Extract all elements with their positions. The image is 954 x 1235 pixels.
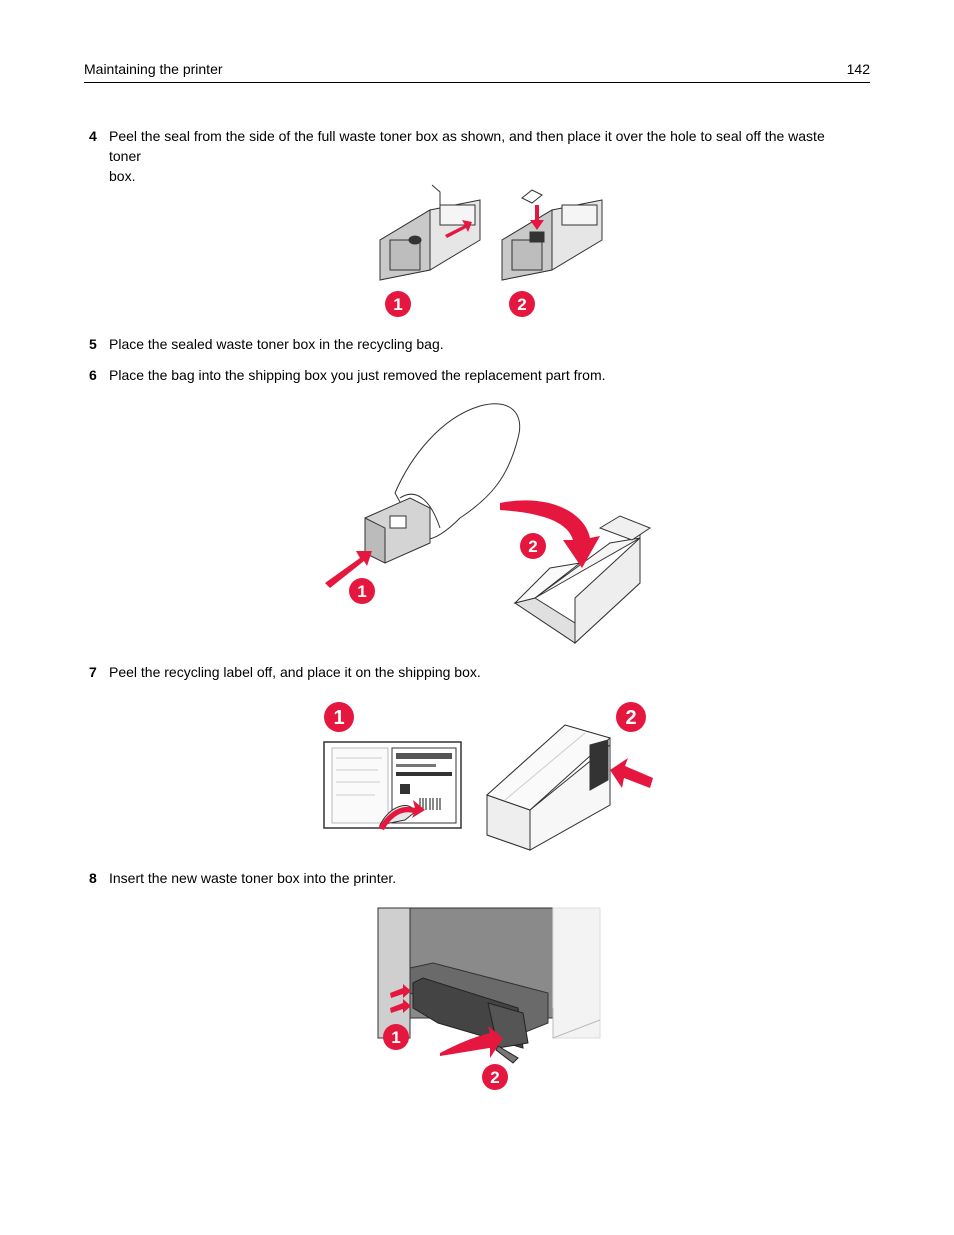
step-text: Place the sealed waste toner box in the … [109,336,444,352]
callout-2-label: 2 [625,707,636,729]
peel-arrow [378,800,425,830]
callout-1-label: 1 [357,582,366,601]
step-number: 6 [89,367,97,383]
callout-2-badge: 2 [520,533,546,559]
step-text: Insert the new waste toner box into the … [109,870,397,886]
place-seal-arrow [530,205,544,230]
waste-toner-box-illustration [501,189,603,281]
step-number: 7 [89,664,97,680]
page-header: Maintaining the printer 142 [84,60,870,83]
step-number: 5 [89,336,97,352]
waste-toner-box-illustration [364,497,431,564]
shipping-box-illustration [513,515,652,645]
callout-1-badge: 1 [324,702,354,732]
shipping-box-illustration [486,724,612,851]
insert-arrow [325,551,372,588]
figure-bag-into-box: 1 2 [320,398,665,648]
callout-2-badge: 2 [509,291,535,317]
step-text: Peel the seal from the side of the full … [109,128,825,144]
callout-2-badge: 2 [482,1064,508,1090]
step-text: Peel the recycling label off, and place … [109,664,481,680]
step-text-continued: toner box. [109,148,141,184]
callout-2-label: 2 [517,295,526,314]
callout-2-badge: 2 [616,702,646,732]
waste-toner-box-illustration [379,184,481,281]
figure-insert-new-box: 1 2 [377,907,601,1093]
callout-1-badge: 1 [349,578,375,604]
peel-arrow [445,220,472,238]
printer-side-illustration [377,907,601,1039]
callout-1-badge: 1 [383,1024,409,1050]
figure-recycling-label: 1 2 [320,700,660,855]
callout-1-label: 1 [333,707,344,729]
callout-1-label: 1 [391,1028,400,1047]
step-number: 4 [89,128,97,144]
recycling-bag-illustration [394,403,521,540]
push-arrow [440,1026,503,1058]
drop-arrow [500,500,600,568]
callout-2-label: 2 [490,1068,499,1087]
figure-peel-seal: 1 2 [370,180,610,322]
page-number: 142 [846,61,870,77]
header-title: Maintaining the printer [84,61,223,77]
apply-arrow [610,758,653,788]
callout-1-label: 1 [393,295,402,314]
step-number: 8 [89,870,97,886]
callout-1-badge: 1 [385,291,411,317]
callout-2-label: 2 [528,537,537,556]
guide-arrows [390,984,411,1013]
step-text: Place the bag into the shipping box you … [109,367,606,383]
